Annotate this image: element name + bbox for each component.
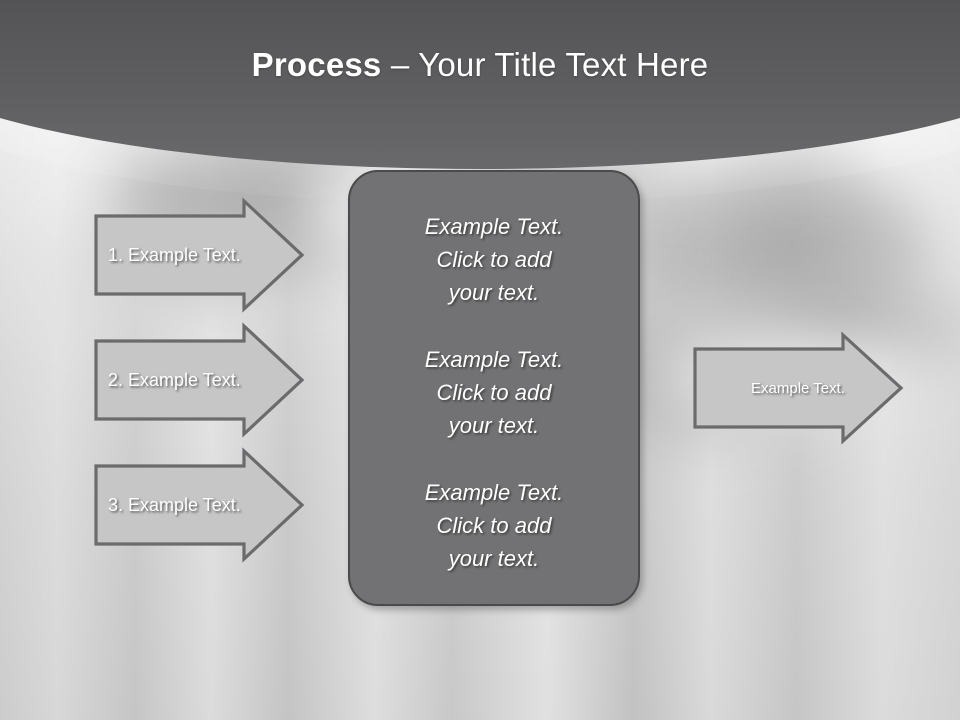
arrow-right-icon <box>693 331 904 445</box>
arrow-right-icon <box>94 322 305 438</box>
arrow-right-icon <box>94 447 305 563</box>
input-arrow-3[interactable]: 3. Example Text. <box>94 447 305 563</box>
page-title-bold: Process <box>251 46 382 83</box>
page-title-rest: – Your Title Text Here <box>381 46 709 83</box>
arrow-right-icon <box>94 197 305 313</box>
page-title: Process – Your Title Text Here <box>0 46 960 84</box>
input-arrow-1[interactable]: 1. Example Text. <box>94 197 305 313</box>
input-arrow-2[interactable]: 2. Example Text. <box>94 322 305 438</box>
center-box-paragraph-2: Example Text. Click to add your text. <box>424 347 564 438</box>
center-box-paragraph-1: Example Text. Click to add your text. <box>424 214 564 305</box>
center-box-paragraph-3: Example Text. Click to add your text. <box>424 480 564 571</box>
center-content-box[interactable]: Example Text. Click to add your text. Ex… <box>348 170 640 606</box>
output-arrow[interactable]: Example Text. <box>693 331 904 445</box>
